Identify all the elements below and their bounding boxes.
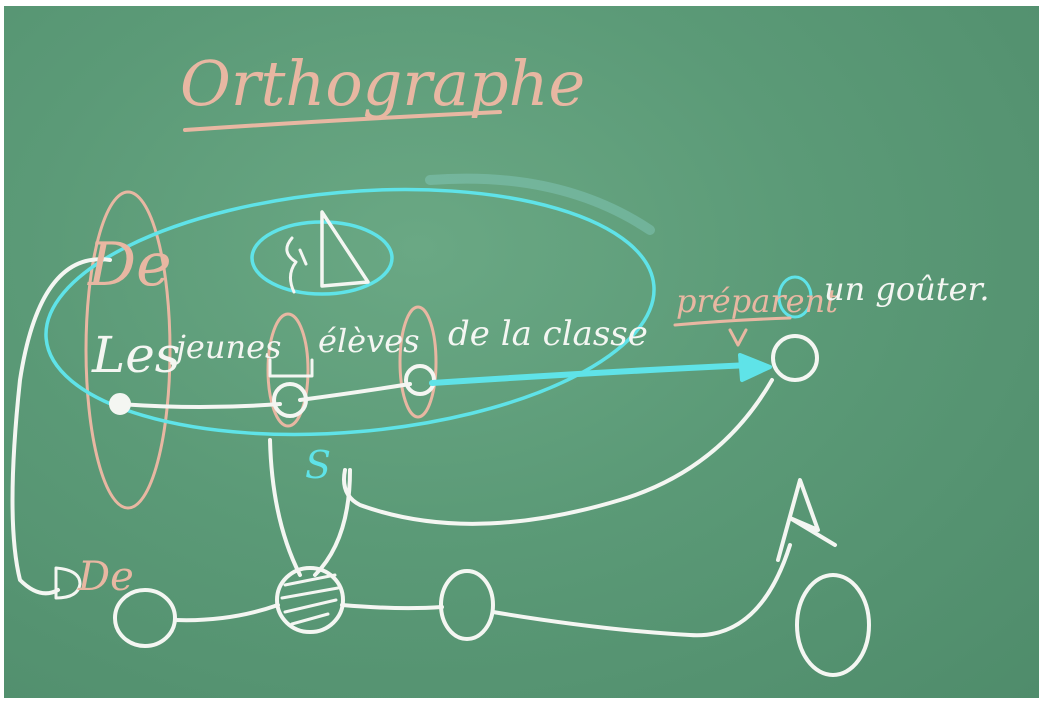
- bottom-node-3: [441, 571, 493, 639]
- title-orthographe: Orthographe: [180, 47, 585, 120]
- word-jeunes: jeunes: [170, 328, 281, 366]
- verb-return-curve: [344, 380, 772, 524]
- bottom-connector: [175, 545, 790, 635]
- verb-node: [773, 336, 817, 380]
- word-eleves: élèves: [318, 322, 420, 360]
- word-de-la-classe: de la classe: [448, 314, 648, 354]
- cyan-subject-ellipse: [36, 166, 665, 458]
- cyan-arrow-head: [740, 355, 770, 380]
- annotation-de-upper: De: [87, 230, 172, 300]
- subject-line: [120, 384, 410, 407]
- annotation-de-lower: De: [77, 554, 134, 600]
- attribute-a-mark: [778, 480, 835, 560]
- bottom-node-4: [797, 575, 869, 675]
- left-loop-tip: [56, 568, 80, 598]
- hatching: [282, 575, 338, 624]
- word-un-gouter: un goûter.: [824, 270, 990, 308]
- gender-number-mark: [287, 238, 306, 292]
- node-eleves: [406, 366, 434, 394]
- left-loop: [13, 259, 111, 593]
- word-les: Les: [91, 326, 180, 384]
- annotation-subject-s: S: [305, 443, 331, 487]
- word-preparent: préparent: [676, 282, 838, 320]
